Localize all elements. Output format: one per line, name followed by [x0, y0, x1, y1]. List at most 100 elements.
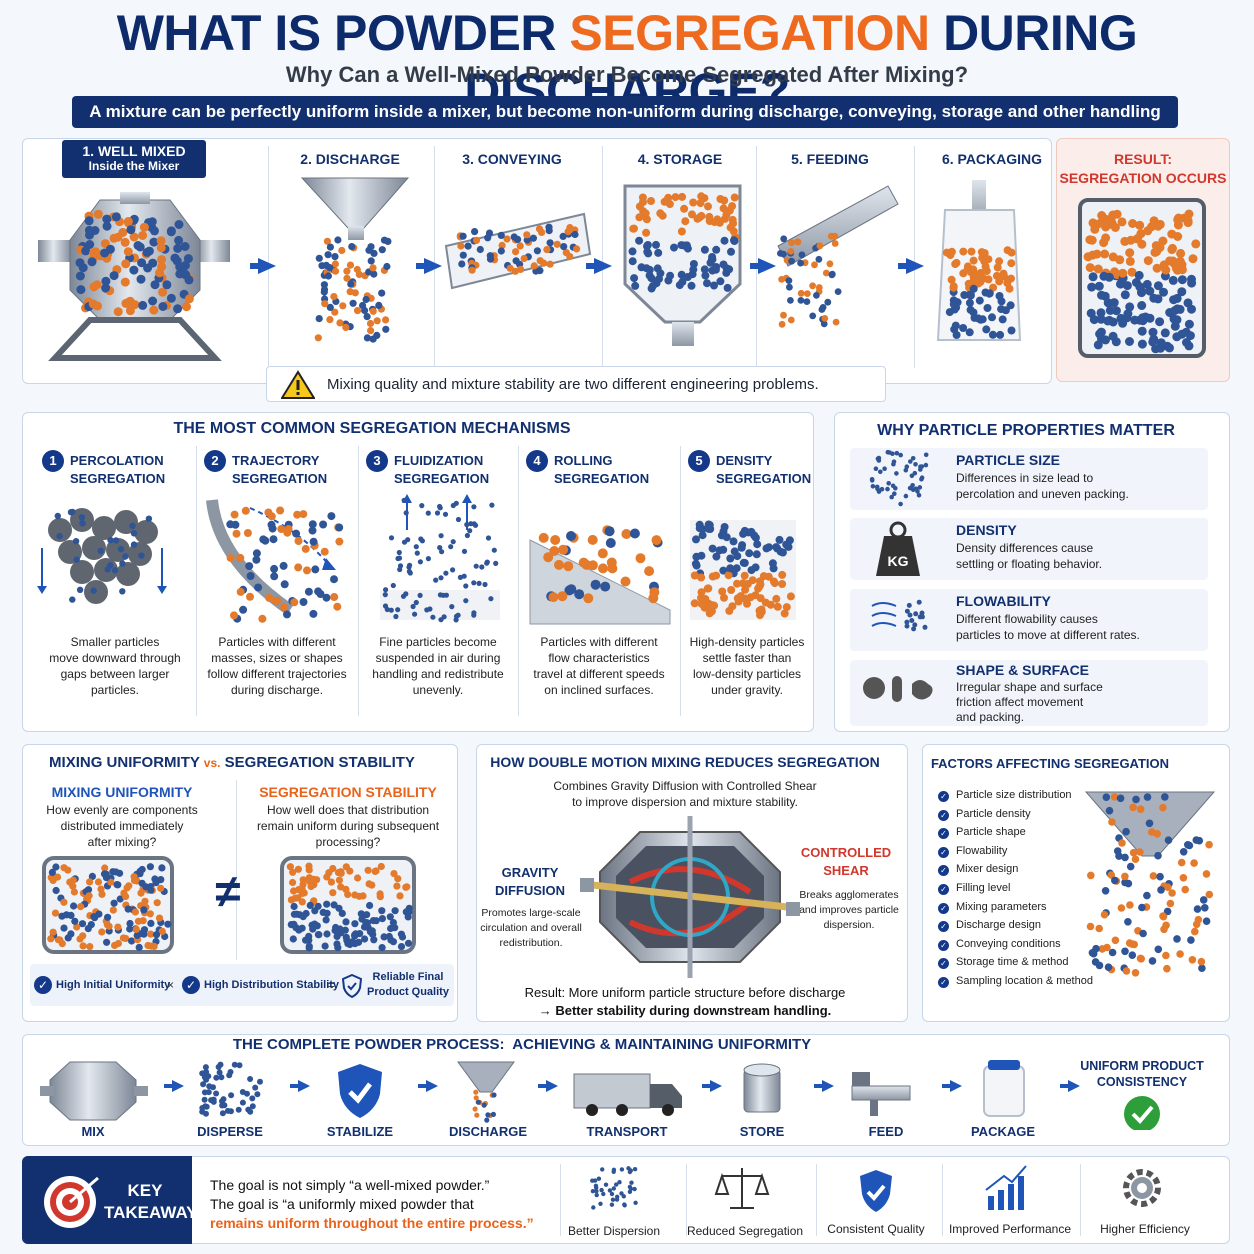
- particle: [1085, 235, 1095, 245]
- particle: [1149, 334, 1159, 344]
- particle: [1131, 969, 1140, 977]
- particle: [440, 592, 446, 598]
- particle: [471, 580, 477, 586]
- particle: [485, 229, 494, 237]
- particle: [206, 1083, 213, 1090]
- particle: [1176, 248, 1186, 258]
- particle: [373, 317, 381, 325]
- particle: [157, 255, 167, 265]
- particle: [764, 572, 773, 581]
- particle: [917, 485, 923, 490]
- mechanism-number-badge: 1: [42, 450, 64, 472]
- particle: [778, 580, 787, 588]
- particle: [450, 539, 456, 545]
- particle: [1108, 948, 1117, 957]
- particle: [904, 623, 910, 629]
- intro-banner: A mixture can be perfectly uniform insid…: [72, 96, 1178, 153]
- particle: [79, 520, 86, 527]
- particle: [533, 247, 542, 255]
- particle: [688, 210, 696, 219]
- factor-item: ✓Particle shape: [938, 823, 1026, 841]
- particle: [125, 882, 133, 890]
- particle: [1117, 904, 1126, 912]
- particle: [114, 923, 122, 931]
- particle: [396, 892, 404, 900]
- particle: [102, 214, 112, 224]
- particle: [622, 1203, 627, 1208]
- particle: [376, 890, 384, 898]
- particle: [566, 253, 574, 261]
- particle: [592, 1178, 598, 1183]
- particle: [1122, 281, 1132, 291]
- particle: [308, 520, 317, 529]
- particle: [323, 900, 331, 908]
- particle: [166, 293, 176, 303]
- particle: [121, 259, 131, 269]
- particle: [476, 245, 484, 254]
- particle: [112, 868, 120, 876]
- particle: [740, 559, 749, 567]
- particle: [743, 579, 752, 588]
- particle: [245, 562, 254, 571]
- stage-conveying-label: 3. CONVEYING: [462, 151, 562, 167]
- particle: [475, 1099, 481, 1105]
- particle: [600, 1167, 605, 1172]
- particle: [959, 247, 968, 256]
- particle: [947, 275, 956, 284]
- particle: [147, 919, 155, 928]
- particle: [546, 239, 554, 247]
- particle: [335, 537, 344, 546]
- particle: [697, 573, 706, 582]
- particle: [366, 901, 374, 910]
- check-icon: ✓: [34, 976, 52, 994]
- mechanism-number-badge: 3: [366, 450, 388, 472]
- particle: [107, 536, 114, 544]
- particle: [611, 1186, 616, 1191]
- particle: [133, 931, 141, 940]
- particle: [404, 913, 412, 921]
- particle: [1187, 278, 1197, 288]
- particle: [780, 235, 788, 243]
- takeaway-line-2: The goal is “a uniformly mixed powder th…: [210, 1196, 474, 1212]
- particle: [116, 895, 124, 903]
- particle: [254, 583, 263, 592]
- particle: [47, 935, 55, 943]
- particle: [548, 592, 559, 603]
- particle: [148, 258, 158, 268]
- particle: [687, 281, 696, 290]
- particle: [377, 862, 385, 871]
- process-step-label: MIX: [81, 1124, 105, 1139]
- particle: [144, 941, 152, 950]
- factor-item: ✓Discharge design: [938, 916, 1041, 934]
- particle: [1093, 264, 1103, 274]
- particle: [733, 594, 742, 603]
- particle: [1199, 896, 1208, 904]
- particle: [226, 1072, 233, 1079]
- particle: [1149, 872, 1158, 880]
- particle: [331, 253, 339, 261]
- particle: [753, 540, 762, 549]
- particle: [353, 265, 361, 274]
- particle: [892, 491, 897, 496]
- particle: [964, 279, 973, 288]
- particle: [315, 254, 323, 262]
- particle: [1111, 876, 1119, 885]
- factor-item: ✓Mixing parameters: [938, 898, 1046, 916]
- particle: [689, 198, 698, 207]
- particle: [1096, 308, 1106, 318]
- particle: [382, 592, 388, 598]
- particle: [620, 576, 631, 587]
- particle: [607, 563, 618, 574]
- target-icon: [44, 1176, 99, 1228]
- particle: [60, 864, 68, 872]
- particle: [635, 202, 644, 211]
- particle: [815, 255, 823, 263]
- uniformity-right-title: SEGREGATION STABILITY: [259, 784, 437, 800]
- particle: [471, 228, 479, 236]
- particle: [785, 277, 793, 284]
- particle: [327, 878, 335, 886]
- particle: [614, 1182, 619, 1187]
- particle: [403, 510, 409, 516]
